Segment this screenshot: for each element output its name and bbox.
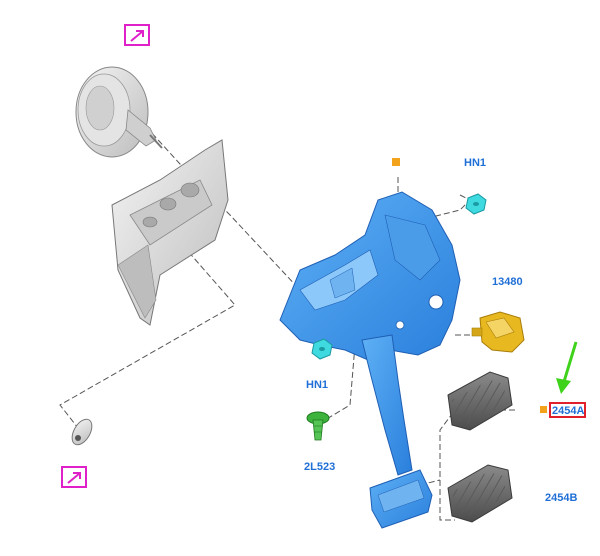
arrow-up-right-icon[interactable] — [124, 24, 150, 46]
pointer-arrow-icon — [556, 341, 578, 394]
arrow-up-right-icon[interactable] — [61, 466, 87, 488]
label-2454b[interactable]: 2454B — [545, 492, 577, 504]
nut-hn1-left[interactable] — [311, 338, 333, 360]
brake-booster[interactable] — [75, 66, 163, 158]
assembly-line — [324, 344, 356, 421]
dash-panel[interactable] — [111, 139, 229, 326]
marker-square — [392, 158, 400, 166]
assembly-line — [419, 194, 471, 221]
bolt-2l523[interactable] — [306, 411, 330, 441]
grommet-part[interactable] — [68, 416, 96, 448]
nut-hn1-top[interactable] — [465, 193, 487, 215]
pedal-pad-2454b[interactable] — [447, 464, 513, 523]
label-2l523[interactable]: 2L523 — [304, 461, 335, 473]
switch-13480[interactable] — [471, 311, 525, 353]
label-hn1-left[interactable]: HN1 — [306, 379, 328, 391]
assembly-line — [59, 224, 236, 429]
label-hn1-top[interactable]: HN1 — [464, 157, 486, 169]
label-2454a[interactable]: 2454A — [552, 405, 584, 417]
pedal-arm[interactable] — [361, 334, 433, 529]
label-13480[interactable]: 13480 — [492, 276, 523, 288]
pedal-bracket[interactable] — [279, 191, 461, 361]
marker-square — [540, 406, 547, 413]
selection-highlight — [549, 402, 586, 418]
pedal-pad-2454a[interactable] — [447, 371, 513, 431]
